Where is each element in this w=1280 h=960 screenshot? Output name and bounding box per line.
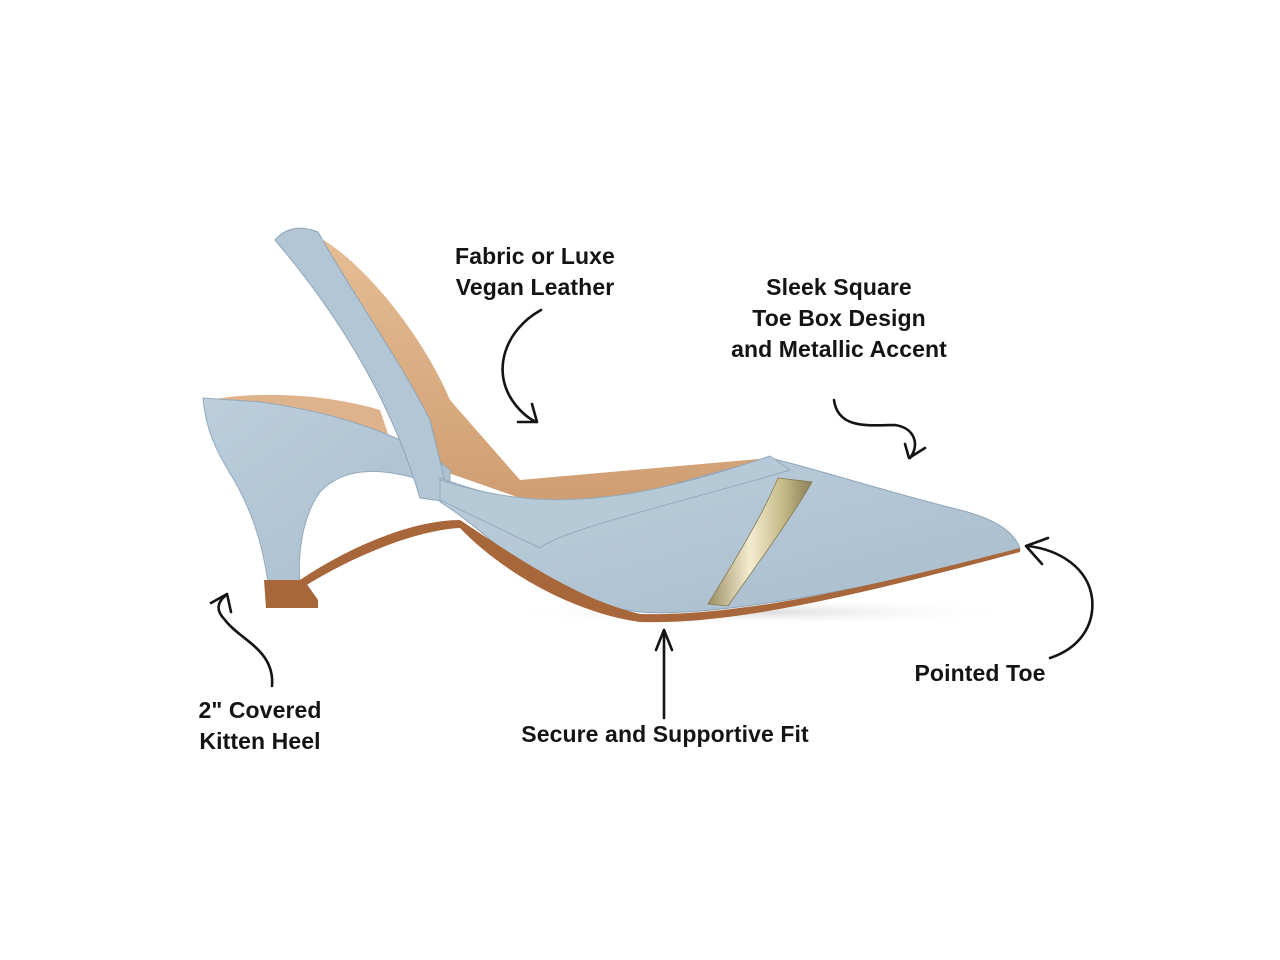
curved-arrow-icon — [832, 398, 927, 460]
callout-toe-box-line-2: Toe Box Design — [752, 305, 926, 331]
callout-fit: Secure and Supportive Fit — [490, 719, 840, 750]
callout-pointed-toe-line-1: Pointed Toe — [914, 660, 1046, 686]
callout-material-line-1: Fabric or Luxe — [455, 243, 615, 269]
metallic-accent — [707, 477, 813, 607]
callout-heel: 2" Covered Kitten Heel — [180, 695, 340, 757]
callout-heel-line-2: Kitten Heel — [199, 728, 321, 754]
callout-pointed-toe: Pointed Toe — [895, 658, 1065, 689]
sole-edge — [300, 520, 1020, 623]
callout-material: Fabric or Luxe Vegan Leather — [420, 241, 650, 303]
callout-fit-line-1: Secure and Supportive Fit — [521, 721, 809, 747]
callout-toe-box: Sleek Square Toe Box Design and Metallic… — [700, 272, 978, 365]
callout-material-line-2: Vegan Leather — [455, 274, 615, 300]
curved-arrow-icon — [209, 592, 274, 688]
heel-counter — [202, 397, 451, 583]
heel-tip — [264, 580, 318, 608]
callout-toe-box-line-3: and Metallic Accent — [731, 336, 947, 362]
straight-arrow-up-icon — [654, 628, 674, 720]
curved-arrow-icon — [501, 308, 543, 424]
topline-binding — [439, 455, 792, 549]
curved-arrow-icon — [1024, 536, 1094, 660]
callout-toe-box-line-1: Sleek Square — [766, 274, 912, 300]
callout-heel-line-1: 2" Covered — [198, 697, 322, 723]
sling-strap — [274, 227, 451, 503]
